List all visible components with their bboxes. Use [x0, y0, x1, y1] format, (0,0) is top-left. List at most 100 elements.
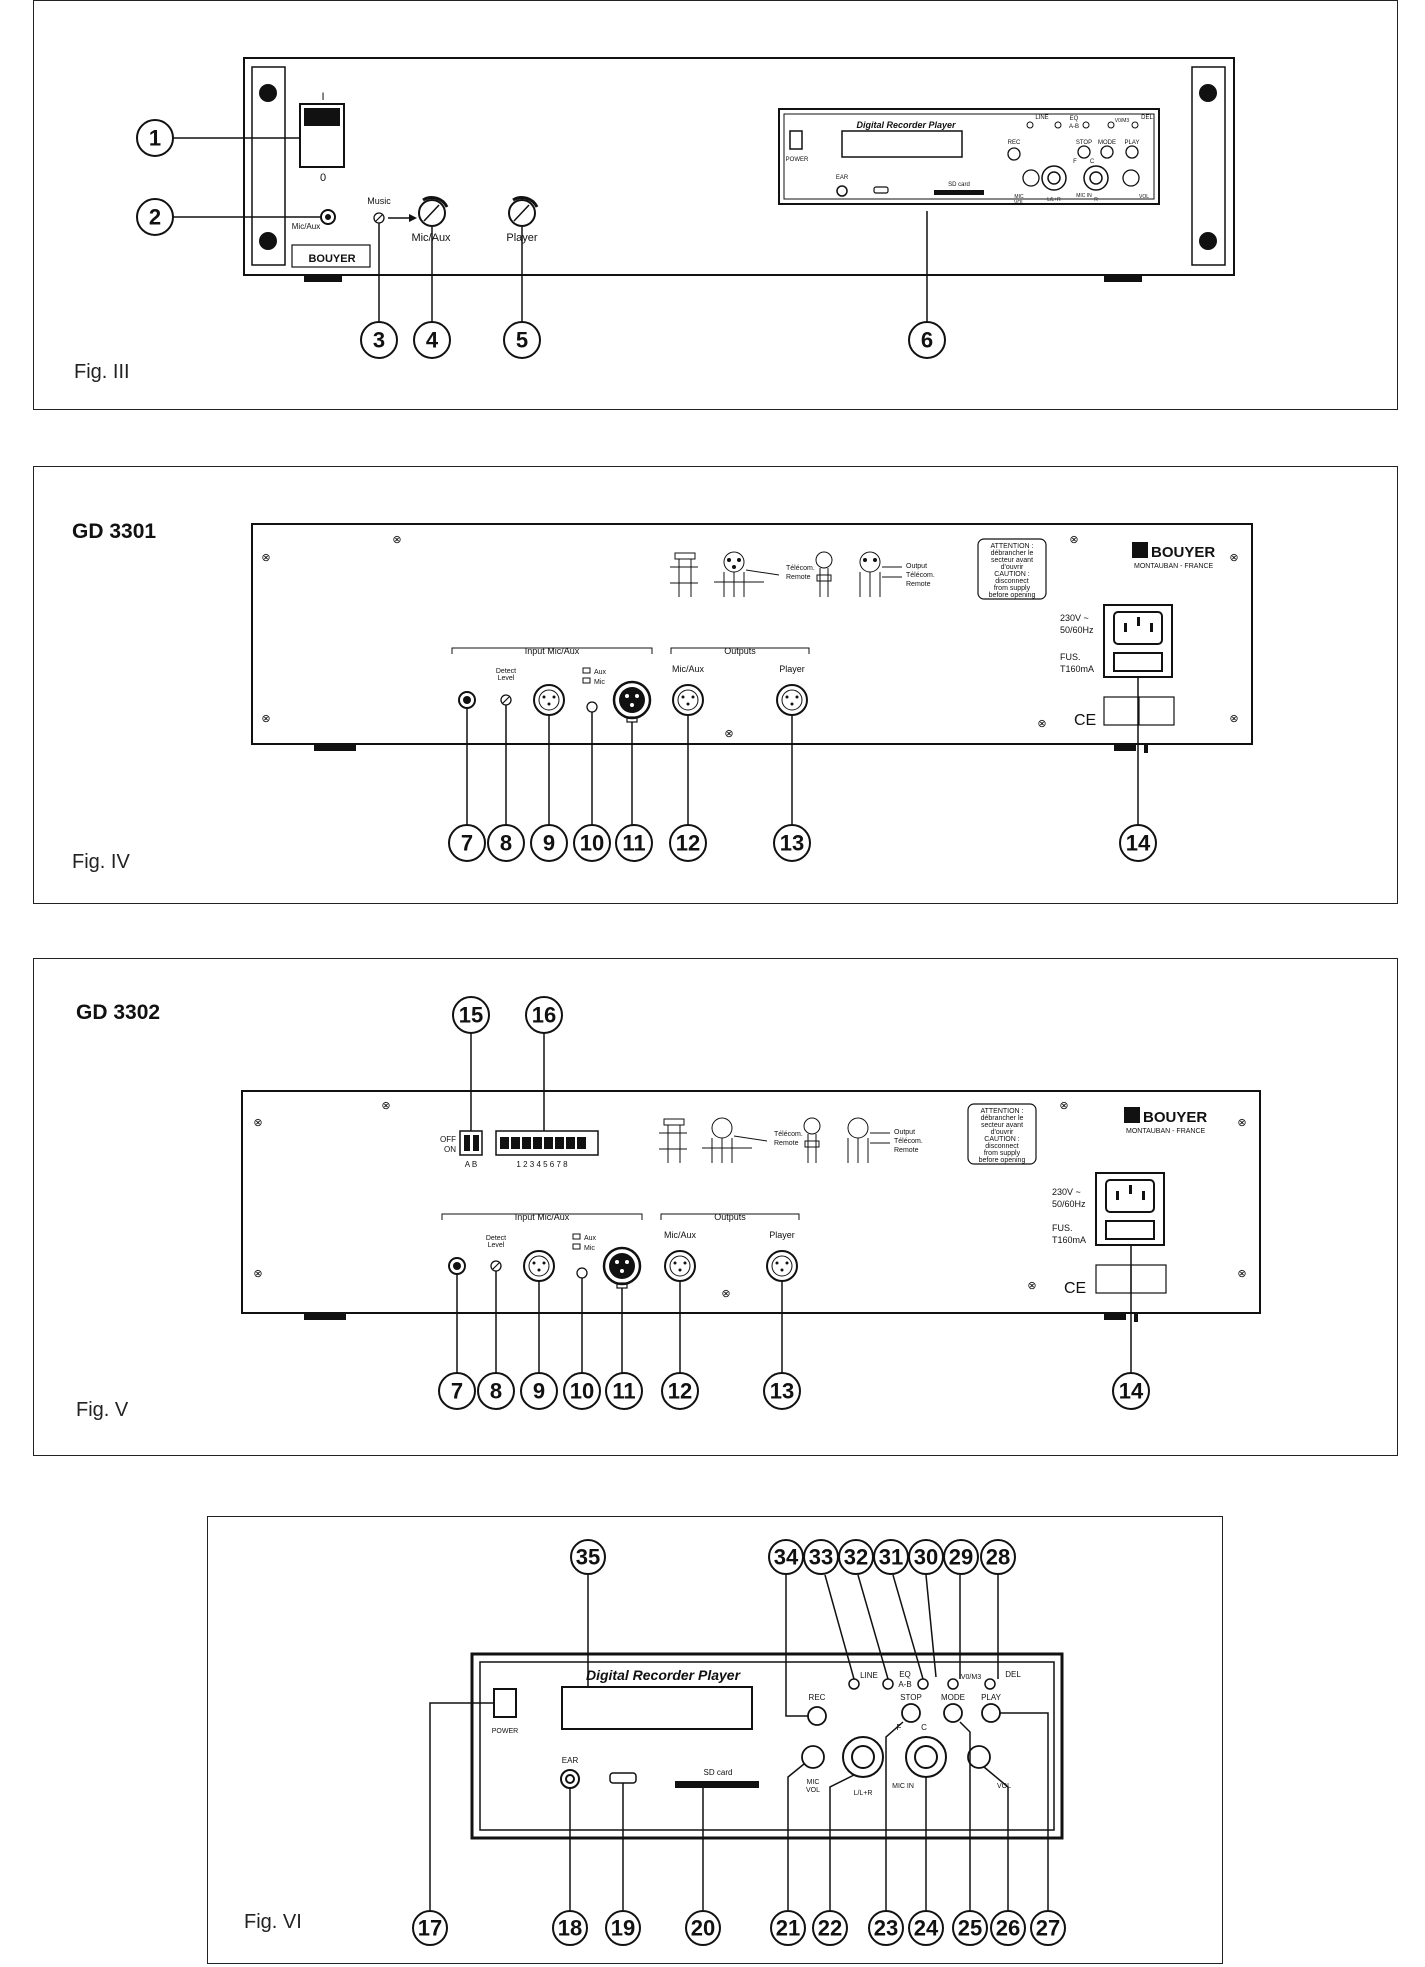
svg-text:26: 26 [996, 1916, 1020, 1941]
callout-11: 11 [605, 1372, 643, 1410]
power-button [493, 1688, 517, 1718]
callout-8: 8 [477, 1372, 515, 1410]
svg-text:13: 13 [770, 1379, 794, 1404]
svg-text:débrancher le: débrancher le [991, 550, 1034, 557]
svg-text:⊗: ⊗ [1229, 552, 1238, 564]
svg-text:12: 12 [668, 1379, 692, 1404]
module-play-label: PLAY [1125, 140, 1140, 146]
svg-text:24: 24 [914, 1916, 939, 1941]
callout-33: 33 [803, 1539, 839, 1575]
recorder-module: Digital Recorder Player POWER EAR SD car… [778, 108, 1160, 206]
svg-text:d'ouvrir: d'ouvrir [1001, 564, 1024, 571]
callout-1: 1 [136, 119, 174, 157]
callout-19: 19 [605, 1910, 641, 1946]
del-label: DEL [1005, 1670, 1021, 1679]
svg-text:secteur avant: secteur avant [991, 557, 1033, 564]
callout-27: 27 [1030, 1910, 1066, 1946]
foot [304, 275, 342, 282]
svg-text:⊗: ⊗ [261, 713, 270, 725]
svg-text:⊗: ⊗ [261, 552, 270, 564]
callout-13: 13 [763, 1372, 801, 1410]
warning-text: ATTENTION :débrancher le secteur avantd'… [979, 1108, 1026, 1164]
module-title: Digital Recorder Player [856, 120, 956, 130]
rec-button [807, 1706, 827, 1726]
module-mic-label: MIC [1014, 194, 1024, 200]
callout-5: 5 [503, 321, 541, 359]
callout-14: 14 [1112, 1372, 1150, 1410]
telecom-label-2: Télécom. [906, 572, 935, 579]
brand-name: BOUYER [308, 253, 355, 265]
sd-label: SD card [704, 1768, 733, 1777]
wiring-diagrams [670, 551, 902, 597]
figure-3-label: Fig. III [74, 361, 130, 383]
svg-text:14: 14 [1126, 831, 1151, 856]
svg-text:⊗: ⊗ [1059, 1100, 1068, 1112]
module-c-label: C [1090, 159, 1095, 165]
svg-text:4: 4 [426, 328, 439, 353]
mic-aux-knob-label: Mic/Aux [411, 232, 451, 244]
vol-knob [967, 1745, 991, 1769]
module-eq-label: EQ [1070, 116, 1079, 122]
model-gd3302: GD 3302 [76, 1001, 161, 1024]
mic-label: Mic [584, 1245, 595, 1252]
led-b [917, 1678, 929, 1690]
svg-text:9: 9 [543, 831, 555, 856]
svg-text:35: 35 [576, 1545, 600, 1570]
fuse-value: T160mA [1052, 1235, 1086, 1245]
detect-label: Detect [486, 1235, 506, 1242]
callout-24: 24 [908, 1910, 944, 1946]
aux-label: Aux [594, 669, 607, 676]
svg-text:32: 32 [844, 1545, 868, 1570]
module-v0m3-label: V0/M3 [1115, 118, 1130, 124]
callout-3: 3 [360, 321, 398, 359]
svg-text:8: 8 [490, 1379, 502, 1404]
svg-text:⊗: ⊗ [253, 1268, 262, 1280]
detect-label: Detect [496, 668, 516, 675]
svg-text:33: 33 [809, 1545, 833, 1570]
brand-name: BOUYER [1143, 1109, 1207, 1126]
outputs-group-label: Outputs [724, 646, 756, 656]
foot [1104, 275, 1142, 282]
dip-switch-bank [495, 1130, 599, 1156]
callout-34: 34 [768, 1539, 804, 1575]
svg-text:⊗: ⊗ [1037, 718, 1046, 730]
callout-11: 11 [615, 824, 653, 862]
model-gd3301: GD 3301 [72, 520, 157, 543]
aux-mic-selector [576, 1267, 588, 1279]
callout-2: 2 [136, 198, 174, 236]
svg-text:31: 31 [879, 1545, 903, 1570]
svg-text:15: 15 [459, 1003, 483, 1028]
svg-text:22: 22 [818, 1916, 842, 1941]
output-micaux-label: Mic/Aux [672, 664, 705, 674]
mic-label: MIC [807, 1779, 820, 1786]
fuse-label: FUS. [1060, 652, 1081, 662]
svg-text:34: 34 [774, 1545, 799, 1570]
figure-4-label: Fig. IV [72, 851, 130, 873]
brand-subtitle: MONTAUBAN - FRANCE [1126, 1128, 1206, 1135]
aux-mic-selector [586, 701, 598, 713]
module-line-label: LINE [1035, 115, 1048, 121]
svg-text:before opening: before opening [989, 592, 1036, 599]
level-label: Level [498, 675, 515, 682]
aux-label: Aux [584, 1235, 597, 1242]
telecom-label-2: Télécom. [894, 1138, 923, 1145]
rear-panel [241, 1090, 1261, 1314]
svg-text:20: 20 [691, 1916, 715, 1941]
off-label: OFF [440, 1135, 456, 1144]
svg-text:29: 29 [949, 1545, 973, 1570]
svg-text:10: 10 [580, 831, 604, 856]
player-knob [508, 199, 536, 227]
callout-7: 7 [438, 1372, 476, 1410]
svg-text:⊗: ⊗ [1237, 1268, 1246, 1280]
remote-label-2: Remote [894, 1147, 919, 1154]
telecom-label: Télécom. [786, 565, 815, 572]
display [561, 1686, 753, 1730]
svg-text:disconnect: disconnect [995, 578, 1029, 585]
callout-18: 18 [552, 1910, 588, 1946]
figure-6-drawing: Digital Recorder Player POWER EAR SD car… [412, 1539, 1066, 1946]
svg-text:10: 10 [570, 1379, 594, 1404]
brand-name: BOUYER [1151, 544, 1215, 561]
callout-6: 6 [908, 321, 946, 359]
callout-23: 23 [868, 1910, 904, 1946]
svg-text:from supply: from supply [994, 585, 1031, 592]
